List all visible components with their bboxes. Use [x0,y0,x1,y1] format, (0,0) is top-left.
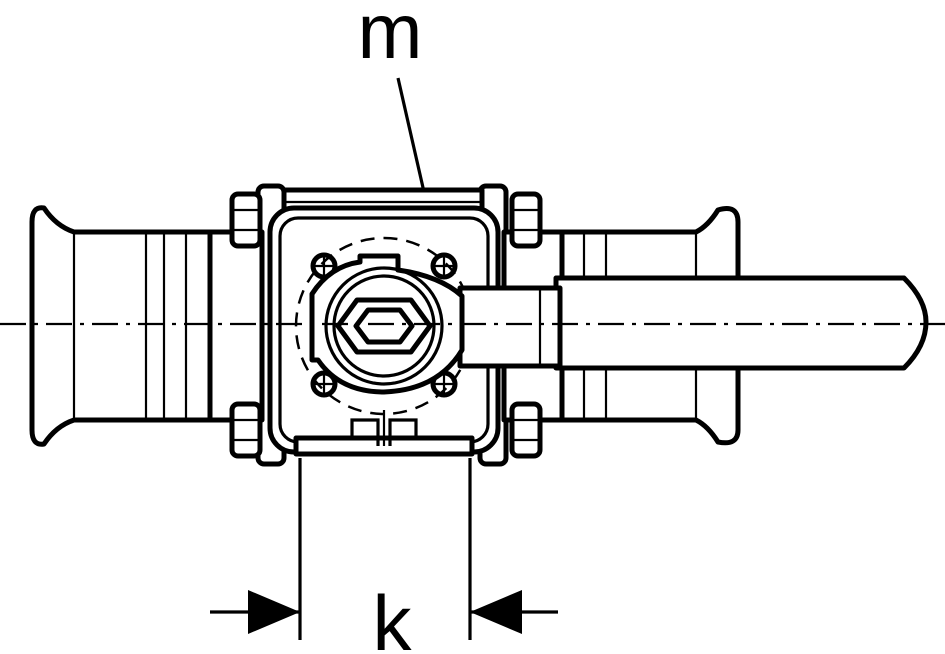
leader-line-m [396,77,426,193]
label-m: m [358,0,423,75]
left-press-fitting [29,205,213,447]
arrow-left-icon [248,590,300,634]
label-k: k [373,579,413,654]
hole-bottom-left [310,370,338,398]
dimension-k [210,458,558,640]
bolt-nuts [229,191,543,459]
arrow-right-icon [470,590,522,634]
hole-top-right [430,252,458,280]
